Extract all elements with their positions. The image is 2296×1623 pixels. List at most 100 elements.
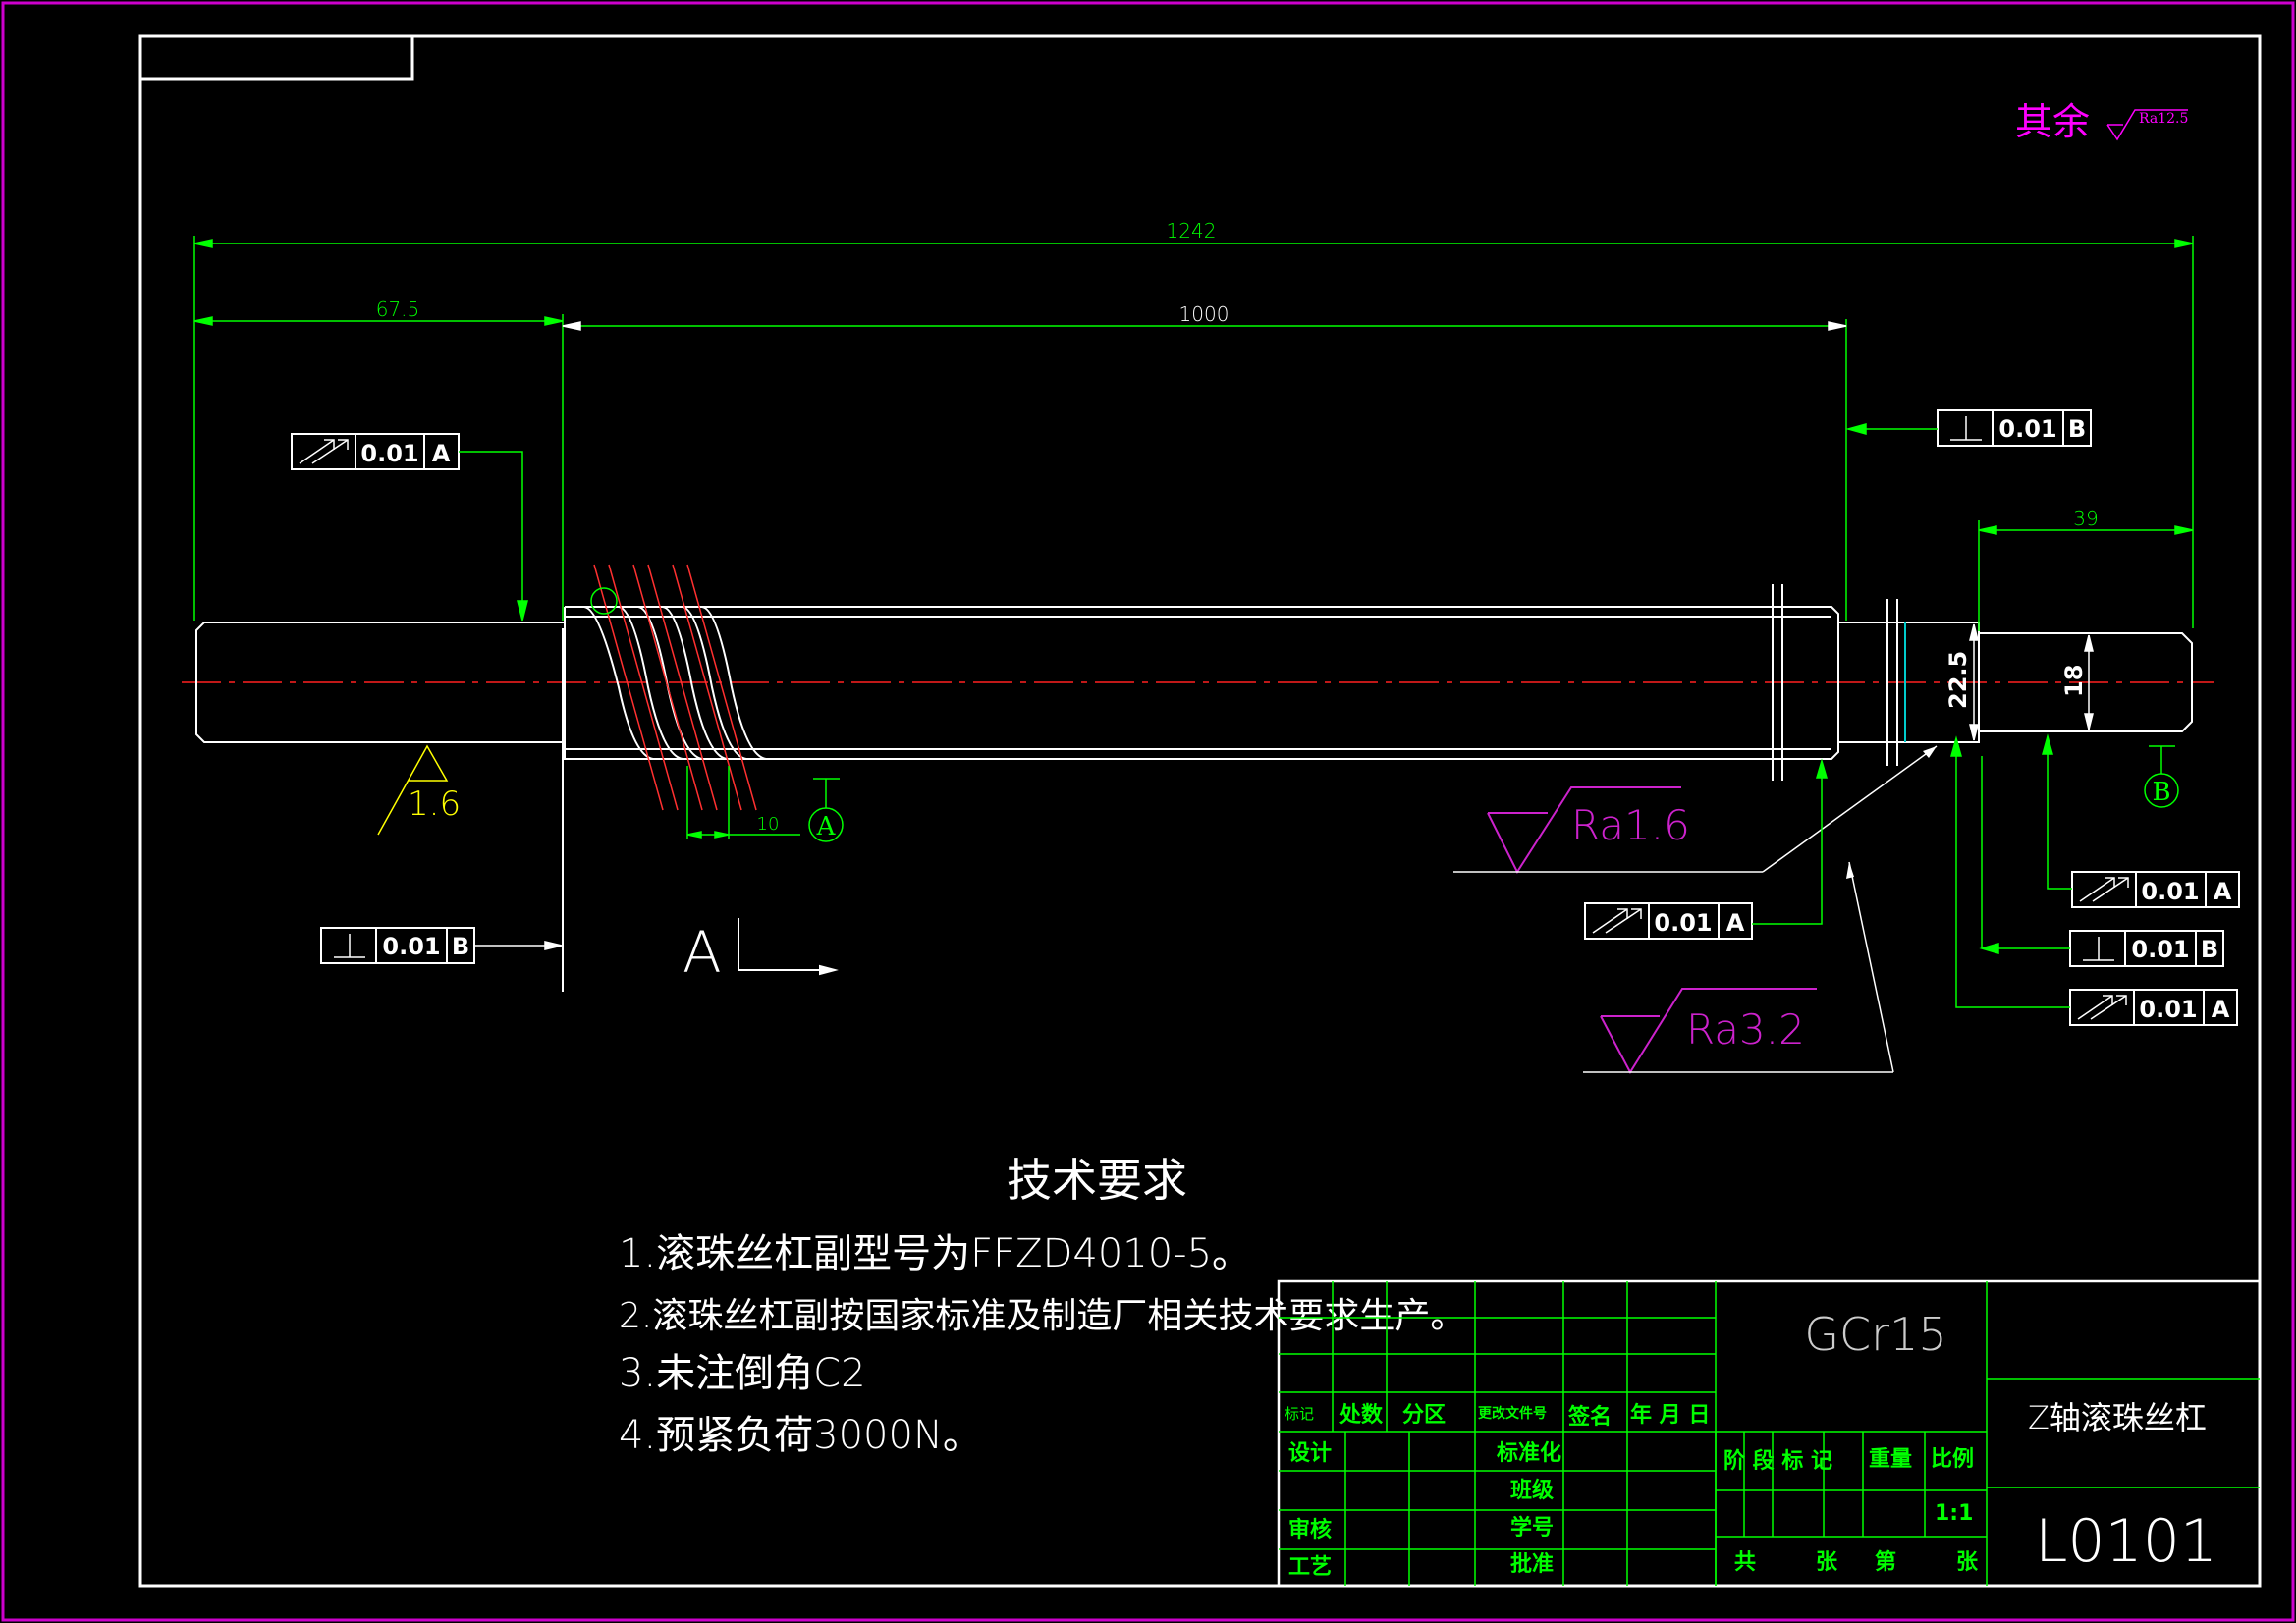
tb-scale-value: 1:1 (1935, 1501, 1973, 1526)
tb-review: 审核 (1288, 1517, 1332, 1542)
roughness-symbol-icon (2106, 109, 2188, 141)
section-letter: A (683, 919, 722, 986)
dim-diameter-large: 22.5 (1944, 651, 1972, 709)
dim-thread-length: 1000 (1179, 302, 1230, 326)
tolerance-frame-3: 0.01 B (320, 927, 475, 964)
runout-icon (2077, 995, 2127, 1020)
dim-pitch: 10 (757, 814, 780, 835)
dim-right-journal: 39 (2073, 507, 2098, 530)
dim-overall: 1242 (1167, 219, 1217, 243)
roughness-callout-1: Ra1.6 (1571, 801, 1690, 849)
runout-icon (299, 439, 349, 464)
callout-2-arrow (1846, 862, 1854, 879)
roughness-left-value: 1.6 (408, 784, 461, 824)
shaft-outline (195, 606, 2193, 760)
tolerance-frame-1-leader (459, 451, 528, 622)
svg-text:A: A (2214, 878, 2232, 905)
svg-text:A: A (432, 440, 451, 467)
thread-pitch-lines (593, 564, 757, 811)
tb-total: 共 (1734, 1550, 1756, 1575)
runout-icon (1592, 908, 1642, 934)
perpendicularity-icon (1950, 416, 1982, 441)
tb-design: 设计 (1288, 1441, 1332, 1466)
svg-text:0.01: 0.01 (360, 440, 418, 467)
callout-1-arrow (1923, 746, 1937, 758)
svg-text:0.01: 0.01 (2141, 878, 2199, 905)
tb-class: 班级 (1510, 1478, 1554, 1503)
tb-material: GCr15 (1804, 1308, 1946, 1361)
tech-req-item-2: 2.滚珠丝杠副按国家标准及制造厂相关技术要求生产。 (619, 1296, 1465, 1336)
tb-mark: 标记 (1285, 1405, 1314, 1423)
svg-text:B: B (2068, 415, 2086, 443)
general-roughness-value: Ra12.5 (2139, 111, 2188, 127)
tolerance-frame-1: 0.01 A (291, 433, 460, 470)
tb-sheet: 张 (1956, 1550, 1979, 1575)
tb-approve: 批准 (1510, 1552, 1554, 1577)
callout-1-leader-diag (1762, 745, 1938, 873)
tolerance-frame-3-leader (474, 941, 563, 950)
datum-b-marker (2144, 745, 2179, 808)
datum-a-label: A (816, 812, 837, 841)
tech-req-title: 技术要求 (1007, 1154, 1187, 1207)
tolerance-frame-5-leader (2042, 733, 2072, 890)
runout-icon (2079, 877, 2129, 902)
svg-text:A: A (1726, 909, 1745, 937)
dim-left-shoulder: 67.5 (376, 298, 420, 321)
general-roughness-prefix: 其余 (2015, 100, 2090, 143)
tb-stage-mark: 阶 段 标 记 (1723, 1448, 1832, 1474)
tolerance-frame-7: 0.01 A (2069, 989, 2238, 1026)
tb-sign: 签名 (1567, 1404, 1612, 1430)
perpendicularity-icon (2083, 937, 2114, 961)
tb-part-name: Z轴滚珠丝杠 (2028, 1399, 2207, 1436)
tb-count: 处数 (1339, 1402, 1384, 1428)
tolerance-frame-2: 0.01 B (1937, 409, 2092, 447)
tb-student-no: 学号 (1510, 1515, 1554, 1541)
tolerance-frame-7-leader (1950, 735, 2070, 1008)
roughness-callout-1-icon (1487, 786, 1681, 875)
section-arrow (738, 918, 839, 976)
tolerance-frame-4: 0.01 A (1584, 902, 1753, 940)
svg-text:B: B (2201, 936, 2218, 963)
tb-change-doc: 更改文件号 (1478, 1405, 1547, 1422)
datum-b-label: B (2152, 778, 2170, 807)
svg-text:0.01: 0.01 (1998, 415, 2056, 443)
tb-zone: 分区 (1402, 1403, 1446, 1428)
tolerance-frame-2-leader (1845, 423, 1938, 435)
ball-circle (590, 587, 618, 615)
tolerance-frame-4-leader (1752, 758, 1829, 925)
roughness-left-icon (377, 744, 449, 836)
tb-weight: 重量 (1869, 1447, 1912, 1472)
tb-scale: 比例 (1931, 1447, 1974, 1472)
tech-req-item-4: 4.预紧负荷3000N。 (619, 1413, 982, 1458)
tb-date: 年 月 日 (1630, 1402, 1710, 1428)
tolerance-frame-5: 0.01 A (2071, 871, 2240, 908)
roughness-callout-2: Ra3.2 (1686, 1005, 1805, 1054)
datum-a-marker (808, 778, 844, 842)
perpendicularity-icon (334, 934, 365, 958)
drawing-number-box (138, 34, 414, 81)
diameter-dims (1969, 623, 2094, 741)
break-lines (1772, 584, 1898, 781)
callout-2-leader-diag (1848, 861, 1894, 1073)
title-block: 标记 处数 分区 更改文件号 签名 年 月 日 设计 标准化 班级 学号 审核 … (1277, 1279, 2262, 1588)
roughness-callout-2-icon (1600, 988, 1817, 1075)
tb-nth: 第 (1875, 1549, 1896, 1575)
tb-sheets: 张 (1816, 1550, 1838, 1575)
svg-text:0.01: 0.01 (1654, 909, 1712, 937)
svg-text:0.01: 0.01 (382, 933, 440, 960)
svg-text:0.01: 0.01 (2139, 996, 2197, 1023)
dim-diameter-small: 18 (2060, 665, 2088, 697)
tb-process: 工艺 (1288, 1554, 1332, 1580)
svg-text:0.01: 0.01 (2131, 936, 2189, 963)
svg-text:B: B (452, 933, 469, 960)
tb-standardize: 标准化 (1497, 1440, 1561, 1466)
tb-drawing-number: L0101 (2035, 1507, 2217, 1576)
tech-req-item-1: 1.滚珠丝杠副型号为FFZD4010-5。 (619, 1231, 1251, 1276)
tech-req-item-3: 3.未注倒角C2 (619, 1351, 866, 1396)
tolerance-frame-6: 0.01 B (2069, 930, 2224, 967)
drawing-border (138, 34, 2262, 1588)
svg-text:A: A (2212, 996, 2230, 1023)
tolerance-frame-6-leader (1979, 756, 2070, 955)
